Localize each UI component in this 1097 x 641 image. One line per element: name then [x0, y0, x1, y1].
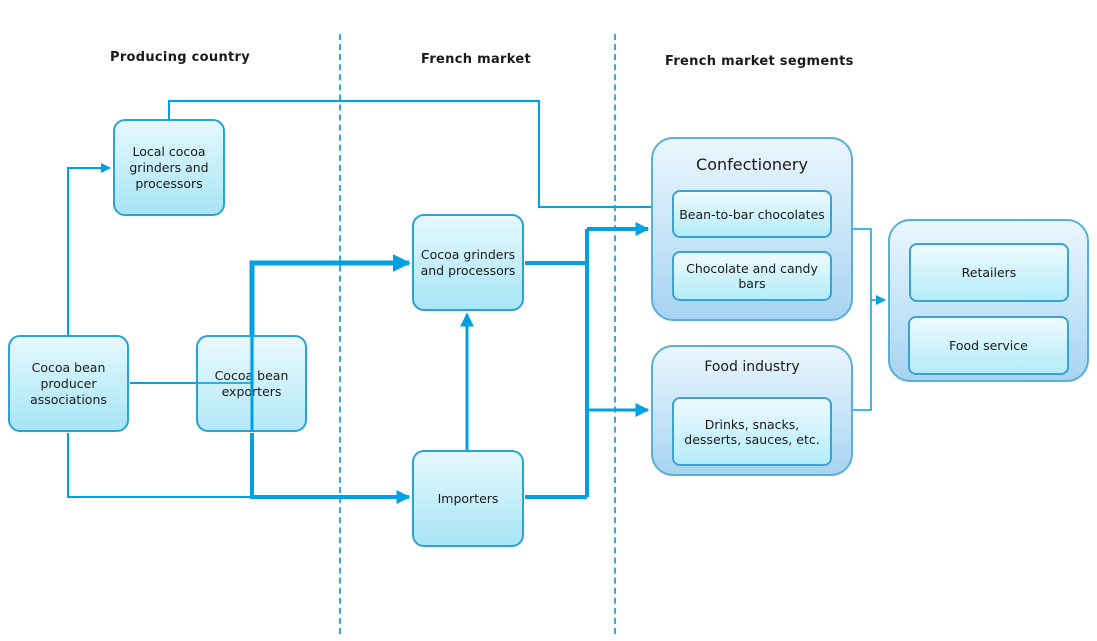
group-food-industry: Food industry Drinks, snacks, desserts, … — [651, 345, 853, 476]
node-chocolate-candy-label: Chocolate and candy bars — [686, 261, 818, 291]
node-grinders-label: Cocoa grinders and processors — [420, 246, 516, 278]
link-producers-to-local — [67, 163, 111, 335]
group-food-industry-title: Food industry — [704, 359, 800, 375]
group-confectionery-title: Confectionery — [696, 155, 808, 174]
node-food-products: Drinks, snacks, desserts, sauces, etc. — [672, 397, 832, 466]
group-confectionery: Confectionery Bean-to-bar chocolates Cho… — [651, 137, 853, 321]
node-food-service-label: Food service — [949, 338, 1028, 353]
node-bean-to-bar: Bean-to-bar chocolates — [672, 190, 832, 238]
divider-french-segments — [614, 34, 616, 634]
header-french-market: French market — [421, 52, 531, 67]
link-local-to-bean-to-bar — [168, 100, 669, 212]
node-food-service: Food service — [908, 316, 1069, 375]
header-market-segments: French market segments — [665, 54, 854, 69]
node-retailers-label: Retailers — [961, 265, 1017, 280]
link-producers-to-importers — [67, 433, 252, 498]
node-bean-to-bar-label: Bean-to-bar chocolates — [679, 206, 825, 222]
node-importers: Importers — [412, 450, 524, 547]
node-importers-label: Importers — [437, 490, 499, 506]
group-distribution: Retailers Food service — [888, 219, 1089, 382]
divider-producing-french — [339, 34, 341, 634]
node-local-grinders-label: Local cocoa grinders and processors — [129, 143, 209, 191]
link-confectionery-to-retail — [853, 228, 872, 411]
node-chocolate-candy: Chocolate and candy bars — [672, 251, 832, 301]
node-retailers: Retailers — [909, 243, 1069, 302]
node-grinders: Cocoa grinders and processors — [412, 214, 524, 311]
node-producer-associations-label: Cocoa bean producer associations — [30, 359, 107, 407]
node-producer-associations: Cocoa bean producer associations — [8, 335, 129, 432]
link-exporters-to-importers — [250, 433, 411, 504]
node-local-grinders: Local cocoa grinders and processors — [113, 119, 225, 216]
node-food-products-label: Drinks, snacks, desserts, sauces, etc. — [684, 416, 820, 447]
header-producing-country: Producing country — [110, 50, 251, 65]
